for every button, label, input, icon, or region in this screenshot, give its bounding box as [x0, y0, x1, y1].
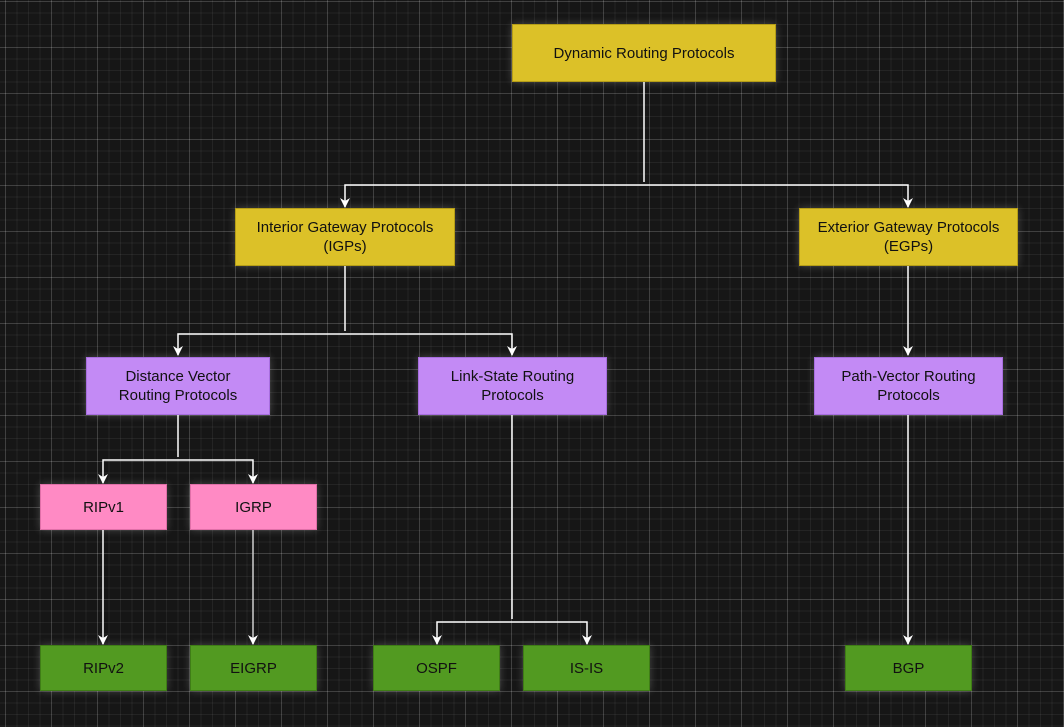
node-label: IS-IS	[569, 659, 604, 677]
label-line-2: (EGPs)	[883, 238, 934, 255]
label-line-1: Path-Vector Routing	[841, 368, 976, 385]
node-ripv1[interactable]: RIPv1	[40, 484, 167, 530]
node-label: Link-State Routing Protocols	[451, 367, 574, 405]
edge-ls-to-ospf	[432, 621, 512, 645]
node-label: IGRP	[235, 498, 272, 516]
label-line-1: Link-State Routing	[450, 368, 575, 385]
label-line-2: Routing Protocols	[118, 387, 238, 404]
edge-dv-to-igrp	[178, 459, 258, 484]
edge-root-to-egp	[644, 184, 913, 208]
node-label: Path-Vector Routing Protocols	[841, 367, 975, 405]
edge-igp-to-link-state	[345, 333, 517, 356]
label-line-1: Distance Vector	[125, 368, 231, 385]
node-label: RIPv1	[83, 498, 124, 516]
label-line-2: (IGPs)	[323, 238, 367, 255]
node-ripv2[interactable]: RIPv2	[40, 645, 167, 691]
label-line-1: Exterior Gateway Protocols	[817, 219, 1000, 236]
node-ospf[interactable]: OSPF	[373, 645, 500, 691]
node-is-is[interactable]: IS-IS	[523, 645, 650, 691]
node-igrp[interactable]: IGRP	[190, 484, 317, 530]
node-link-state-routing-protocols[interactable]: Link-State Routing Protocols	[418, 357, 607, 415]
label-line-1: Interior Gateway Protocols	[256, 219, 434, 236]
label-line-2: Protocols	[481, 387, 544, 404]
edge-igp-to-distance-vector	[173, 333, 345, 356]
edge-dv-to-ripv1	[98, 459, 178, 484]
node-dynamic-routing-protocols[interactable]: Dynamic Routing Protocols	[512, 24, 776, 82]
node-interior-gateway-protocols[interactable]: Interior Gateway Protocols (IGPs)	[235, 208, 455, 266]
node-label: OSPF	[416, 659, 457, 677]
node-label: EIGRP	[230, 659, 277, 677]
node-exterior-gateway-protocols[interactable]: Exterior Gateway Protocols (EGPs)	[799, 208, 1018, 266]
node-distance-vector-routing-protocols[interactable]: Distance Vector Routing Protocols	[86, 357, 270, 415]
label-line-2: Protocols	[877, 387, 940, 404]
node-label: Dynamic Routing Protocols	[553, 44, 735, 62]
node-path-vector-routing-protocols[interactable]: Path-Vector Routing Protocols	[814, 357, 1003, 415]
node-label: Interior Gateway Protocols (IGPs)	[257, 218, 434, 256]
edge-ls-to-isis	[512, 621, 592, 645]
node-bgp[interactable]: BGP	[845, 645, 972, 691]
node-label: BGP	[892, 659, 925, 677]
node-label: Distance Vector Routing Protocols	[119, 367, 237, 405]
node-label: RIPv2	[83, 659, 124, 677]
node-eigrp[interactable]: EIGRP	[190, 645, 317, 691]
edge-root-to-igp	[340, 184, 644, 208]
node-label: Exterior Gateway Protocols (EGPs)	[818, 218, 1000, 256]
